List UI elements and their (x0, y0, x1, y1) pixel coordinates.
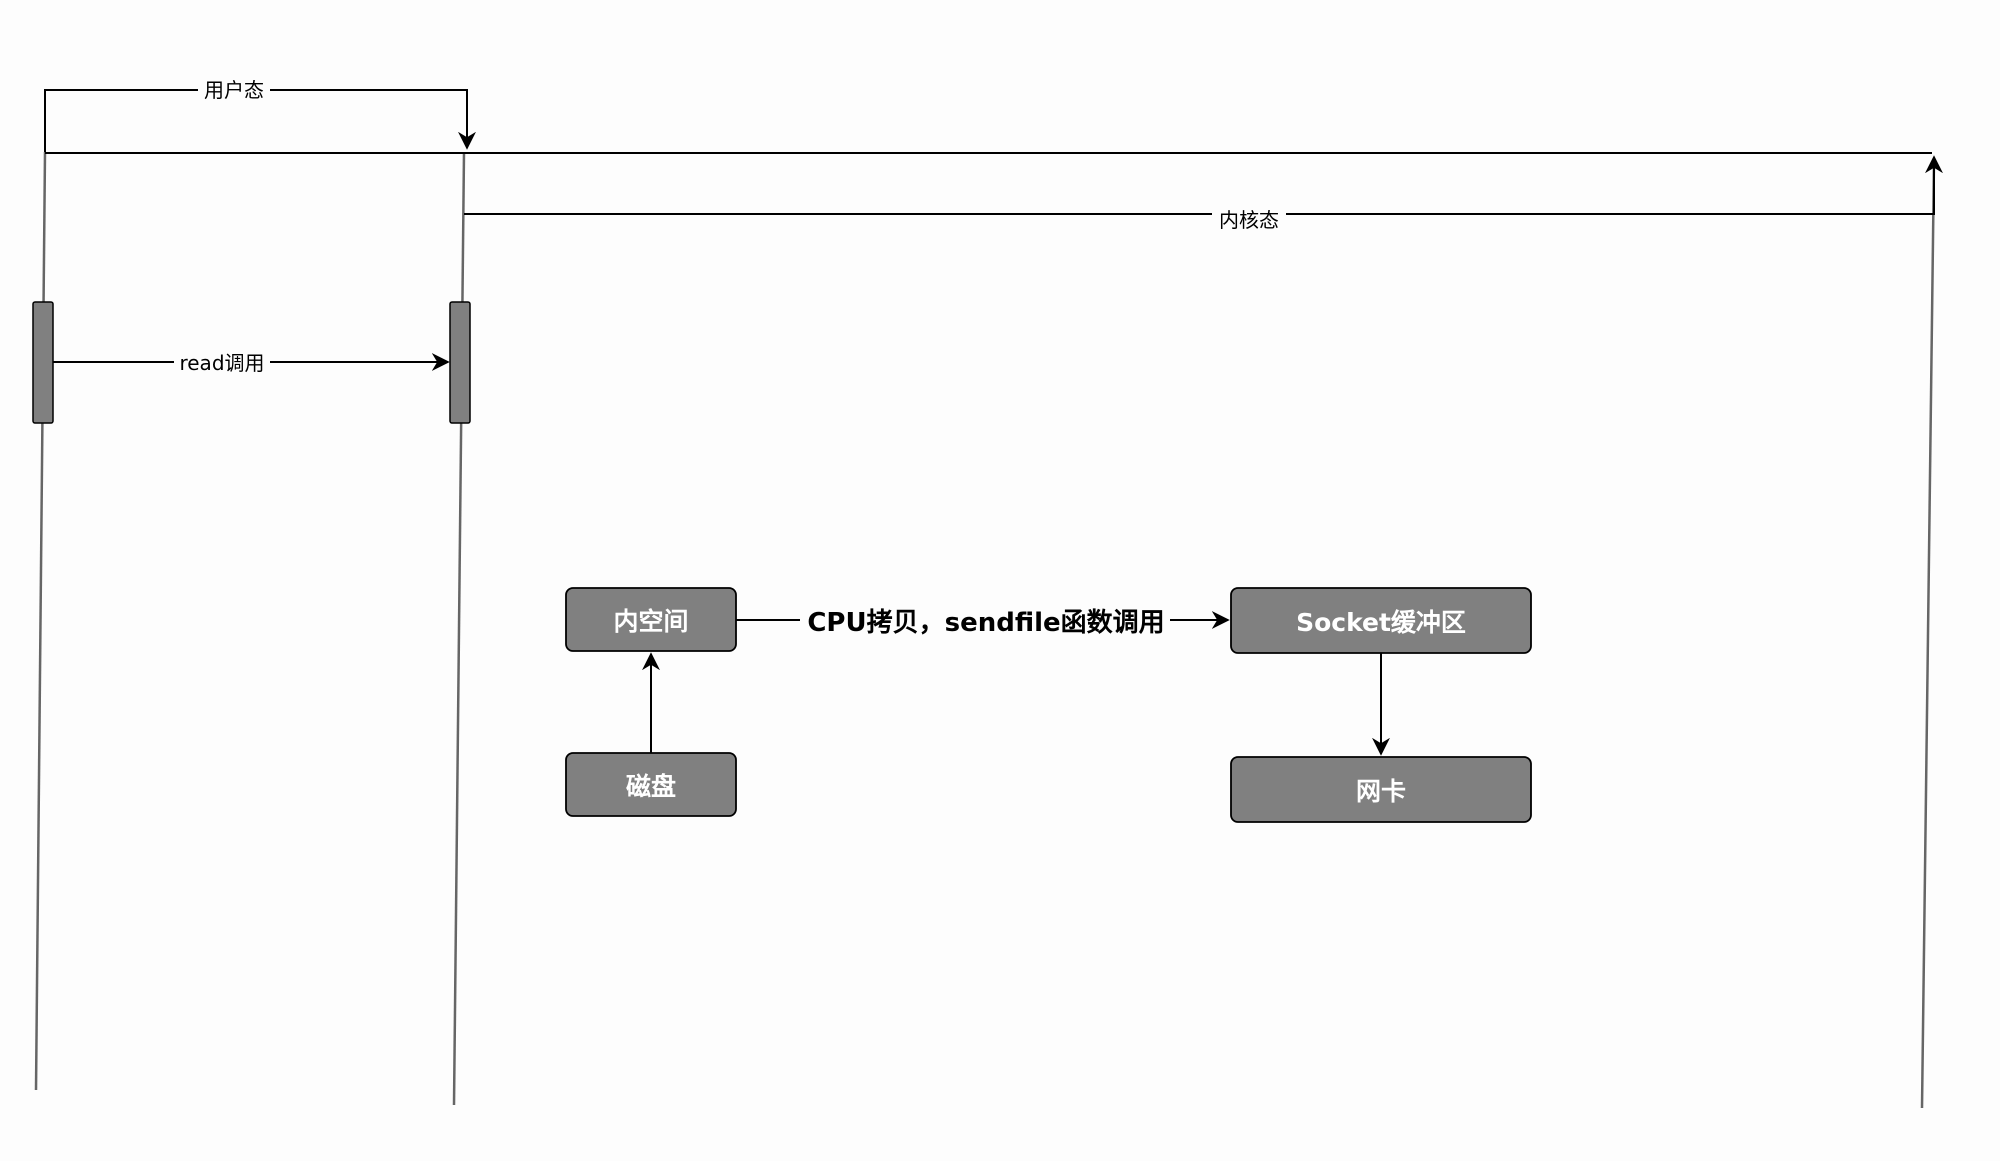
cpu-copy-label: CPU拷贝，sendfile函数调用 (807, 608, 1164, 638)
read-call-label: read调用 (179, 351, 264, 375)
cpu-copy-label-bg (800, 603, 1170, 637)
lifeline-user (34, 151, 47, 1091)
node-nic: 网卡 (1230, 756, 1532, 823)
activation-kernel (449, 301, 471, 424)
node-nic-label: 网卡 (1356, 777, 1406, 806)
node-kernel-space-label: 内空间 (613, 607, 688, 636)
user-mode-label-bg (198, 76, 270, 104)
lifeline-return (1920, 159, 1936, 1109)
kernel-mode-label-bg (1212, 204, 1286, 232)
node-disk-label: 磁盘 (626, 772, 676, 801)
kernel-mode-label: 内核态 (1219, 208, 1279, 232)
node-socket-buffer-label: Socket缓冲区 (1296, 608, 1466, 637)
user-mode-label: 用户态 (204, 78, 264, 102)
node-kernel-space: 内空间 (565, 587, 737, 652)
kernel-mode-edge (464, 155, 1943, 215)
lifeline-kernel (452, 151, 466, 1106)
node-socket-buffer: Socket缓冲区 (1230, 587, 1532, 654)
read-call-label-bg (174, 350, 270, 376)
node-disk: 磁盘 (565, 752, 737, 817)
activation-user (32, 301, 54, 424)
